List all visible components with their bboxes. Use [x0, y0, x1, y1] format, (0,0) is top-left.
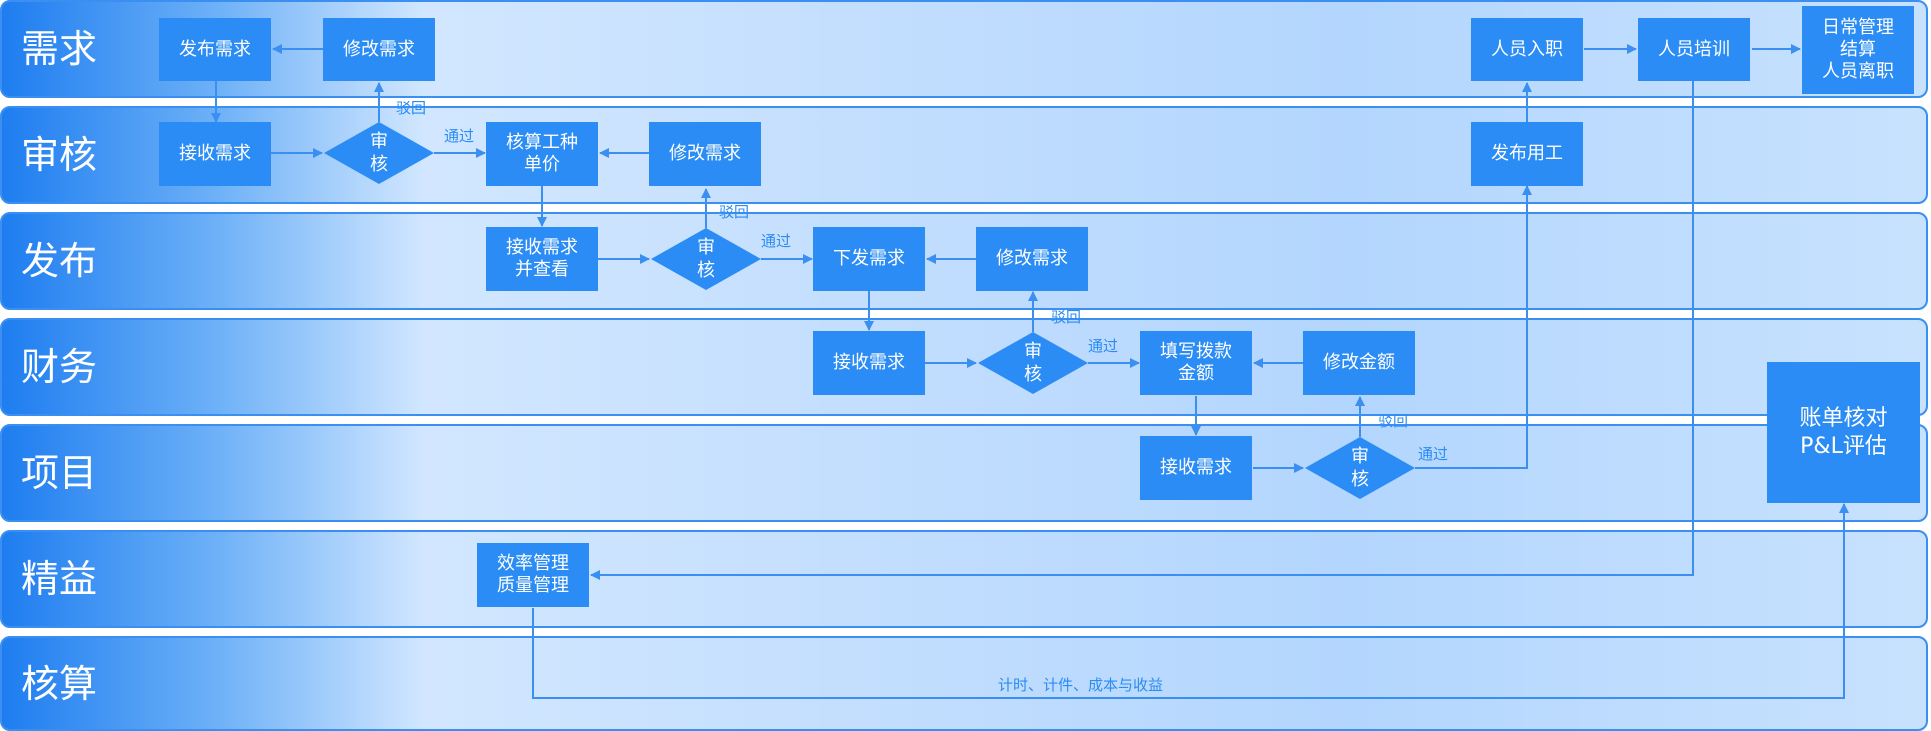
- diamond-shenhe-4: [1305, 437, 1415, 499]
- lane-xiangmu: 项目: [0, 424, 1928, 522]
- lane-caiwu: 财务: [0, 318, 1928, 416]
- diamond-shenhe-3: [978, 332, 1088, 394]
- lane-label: 精益: [21, 557, 98, 601]
- note-bottom: 计时、计件、成本与收益: [998, 676, 1164, 694]
- arrow-tongguo-4: [1415, 185, 1532, 469]
- diamond-label: 审 核: [1024, 341, 1042, 385]
- note-bohui: 驳回: [1051, 308, 1082, 326]
- note-tongguo: 通过: [444, 127, 475, 145]
- box-xiaolv-zhiliang: 效率管理 质量管理: [477, 543, 589, 607]
- arrow-peixun-to-xiaolv: [590, 81, 1694, 580]
- box-renyuan-peixun: 人员培训: [1638, 18, 1750, 81]
- lane-label: 核算: [21, 661, 98, 706]
- box-richang-guanli: 日常管理 结算 人员离职: [1802, 6, 1914, 94]
- box-jieshou-xuqiu-1: 接收需求: [159, 122, 271, 186]
- diamond-shenhe-1: [324, 122, 434, 184]
- box-xiugai-xuqiu-2: 修改需求: [649, 122, 761, 186]
- box-fabu-yonggong: 发布用工: [1471, 122, 1583, 186]
- box-jieshou-xuqiu-4: 接收需求: [1140, 436, 1252, 500]
- note-tongguo: 通过: [1418, 445, 1449, 463]
- box-fabu-xuqiu: 发布需求: [159, 18, 271, 81]
- lane-fabu: 发布: [0, 212, 1928, 310]
- lane-label: 审核: [21, 133, 98, 177]
- lane-label: 需求: [21, 27, 98, 71]
- lane-label: 发布: [21, 239, 98, 283]
- lane-label: 项目: [21, 451, 98, 495]
- box-jieshou-xuqiu-3: 接收需求: [813, 331, 925, 395]
- diamond-label: 审 核: [697, 237, 715, 281]
- note-bohui: 驳回: [396, 99, 427, 117]
- lane-jingyi: 精益: [0, 530, 1928, 628]
- note-tongguo: 通过: [761, 232, 792, 250]
- box-jieshou-chakan: 接收需求 并查看: [486, 227, 598, 291]
- note-tongguo: 通过: [1088, 337, 1119, 355]
- box-xiugai-jine: 修改金额: [1303, 331, 1415, 395]
- box-xiafa-xuqiu: 下发需求: [813, 227, 925, 291]
- box-tianxie-jine: 填写拨款 金额: [1140, 331, 1252, 395]
- arrow-xiaolv-to-zhangdan: [532, 503, 1849, 699]
- note-bohui: 驳回: [1378, 412, 1409, 430]
- diamond-label: 审 核: [1351, 446, 1369, 490]
- lane-label: 财务: [21, 345, 98, 389]
- diamond-shenhe-2: [651, 228, 761, 290]
- note-bohui: 驳回: [719, 203, 750, 221]
- box-xiugai-xuqiu-3: 修改需求: [976, 227, 1088, 291]
- box-hesuan-danjia: 核算工种 单价: [486, 122, 598, 186]
- diamond-label: 审 核: [370, 131, 388, 175]
- box-renyuan-ruzhi: 人员入职: [1471, 18, 1583, 81]
- lane-hesuan: 核算: [0, 636, 1928, 731]
- box-zhangdan-hedui: 账单核对 P&L评估: [1767, 362, 1920, 503]
- box-xiugai-xuqiu-1: 修改需求: [323, 18, 435, 81]
